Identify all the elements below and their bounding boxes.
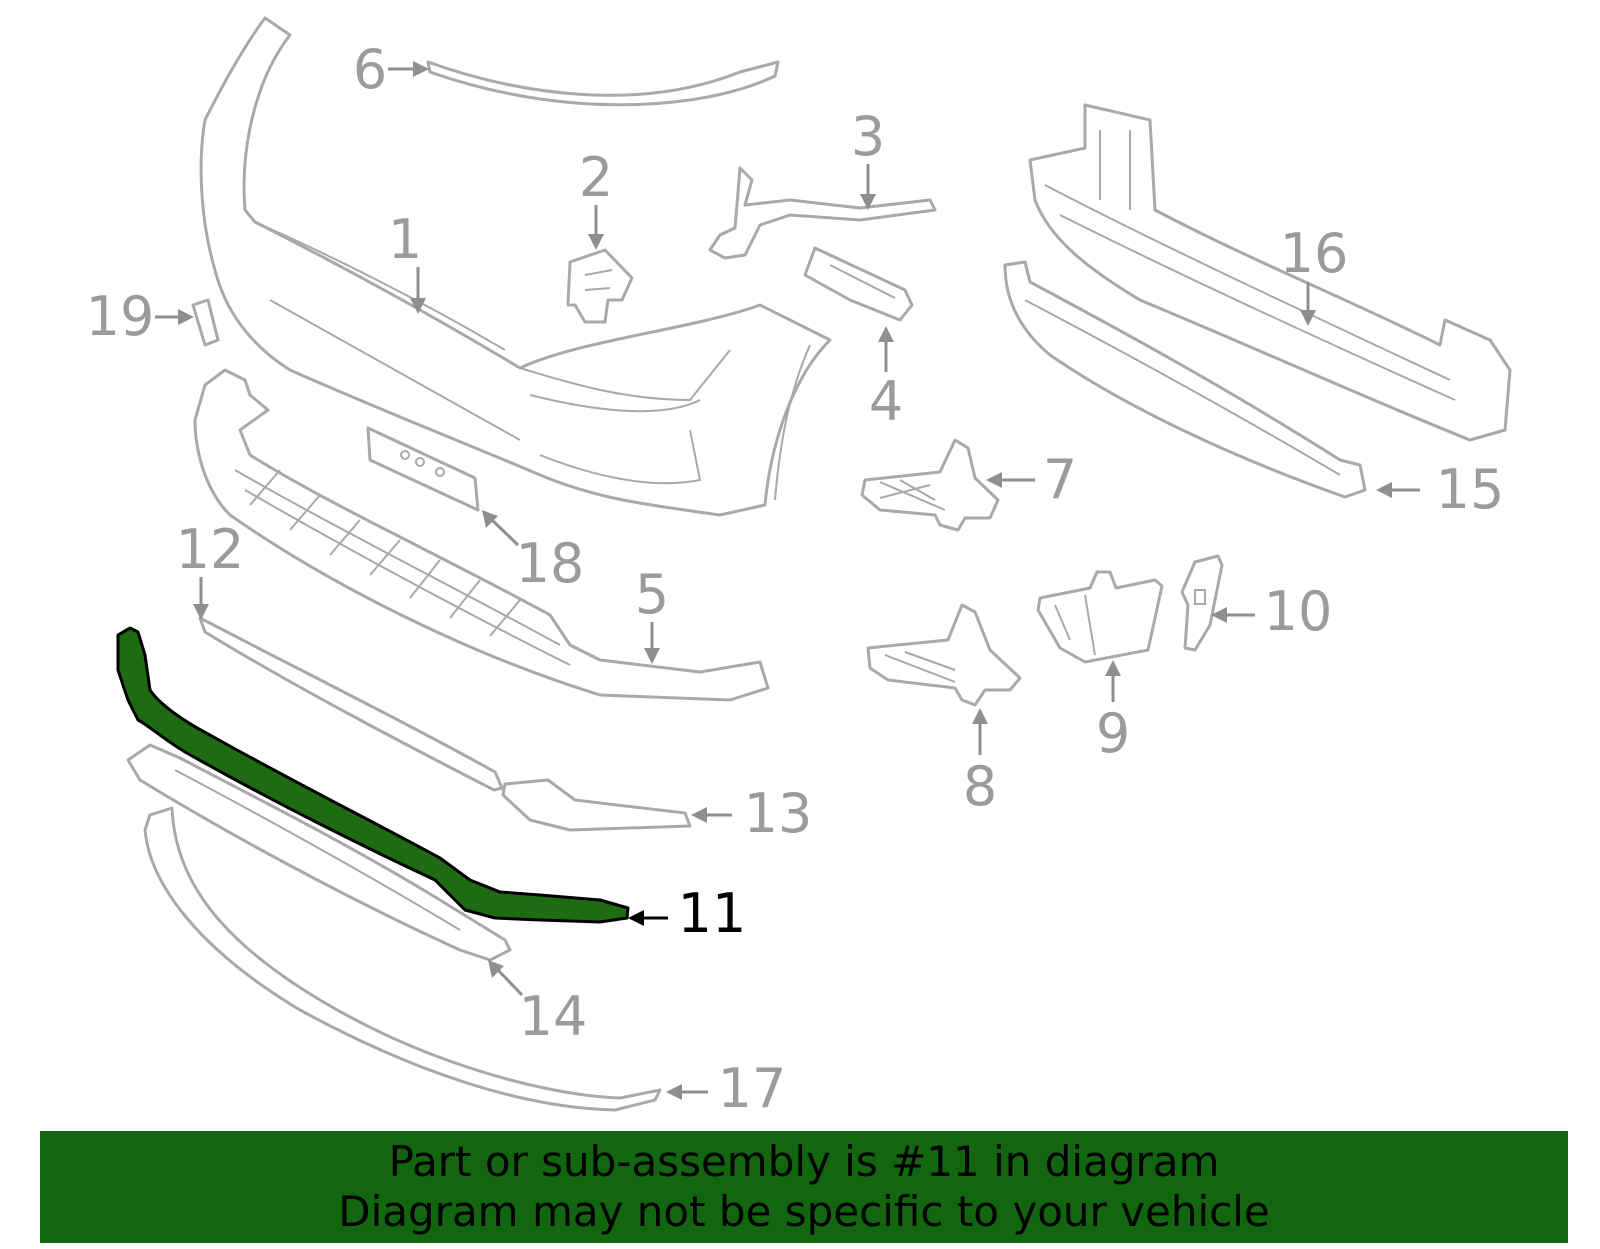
callout-7: 7 <box>986 448 1077 511</box>
callout-14: 14 <box>488 960 587 1048</box>
part-11-highlighted <box>116 626 630 924</box>
svg-text:7: 7 <box>1043 448 1077 511</box>
svg-text:16: 16 <box>1280 222 1349 285</box>
svg-text:9: 9 <box>1096 702 1130 765</box>
callout-2: 2 <box>579 146 613 250</box>
svg-text:12: 12 <box>176 518 245 581</box>
banner-line-disclaimer: Diagram may not be specific to your vehi… <box>338 1187 1270 1236</box>
part-6 <box>426 60 780 107</box>
svg-text:11: 11 <box>678 882 747 945</box>
callout-9: 9 <box>1096 660 1130 765</box>
svg-text:13: 13 <box>744 782 813 845</box>
callout-12: 12 <box>176 518 245 620</box>
part-13 <box>501 778 692 832</box>
callout-5: 5 <box>635 563 669 664</box>
part-18 <box>366 426 480 512</box>
callout-8: 8 <box>963 708 997 818</box>
callout-16: 16 <box>1280 222 1349 326</box>
part-14 <box>126 743 512 962</box>
callout-19: 19 <box>86 285 194 348</box>
part-15 <box>1003 260 1367 499</box>
callout-11: 11 <box>628 882 746 945</box>
callout-13: 13 <box>691 782 812 845</box>
callout-4: 4 <box>869 326 903 433</box>
svg-text:5: 5 <box>635 563 669 626</box>
svg-text:1: 1 <box>388 208 422 271</box>
svg-text:8: 8 <box>963 755 997 818</box>
callout-3: 3 <box>851 105 885 210</box>
part-12 <box>198 616 504 792</box>
part-2 <box>566 248 634 324</box>
part-17 <box>143 806 662 1112</box>
part-16 <box>1028 103 1512 442</box>
svg-text:10: 10 <box>1264 580 1333 643</box>
part-1 <box>199 16 832 517</box>
part-7 <box>860 438 1000 532</box>
callout-1: 1 <box>388 208 426 314</box>
part-8 <box>866 603 1022 707</box>
part-5 <box>193 368 770 702</box>
callout-6: 6 <box>353 38 429 101</box>
svg-text:17: 17 <box>718 1057 787 1120</box>
callout-17: 17 <box>666 1057 786 1120</box>
svg-text:19: 19 <box>86 285 155 348</box>
part-4 <box>803 246 914 322</box>
part-3 <box>708 166 937 260</box>
svg-text:2: 2 <box>579 146 613 209</box>
info-banner: Part or sub-assembly is #11 in diagram D… <box>40 1131 1568 1243</box>
banner-line-part: Part or sub-assembly is #11 in diagram <box>388 1137 1220 1186</box>
svg-text:6: 6 <box>353 38 387 101</box>
part-9 <box>1036 570 1164 664</box>
part-10 <box>1180 554 1224 652</box>
callout-15: 15 <box>1376 458 1504 521</box>
svg-text:15: 15 <box>1436 458 1505 521</box>
svg-text:3: 3 <box>851 105 885 168</box>
callout-10: 10 <box>1211 580 1332 643</box>
svg-text:4: 4 <box>869 370 903 433</box>
svg-text:18: 18 <box>516 532 585 595</box>
svg-text:14: 14 <box>519 985 588 1048</box>
part-19 <box>191 298 220 347</box>
callout-18: 18 <box>482 510 584 595</box>
